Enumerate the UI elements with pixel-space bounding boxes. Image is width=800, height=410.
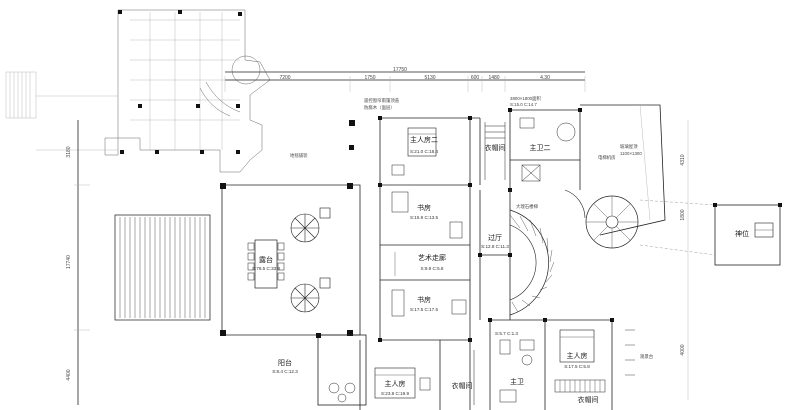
master-bath-area: S:5.7 C:1.3 — [495, 331, 518, 336]
note-elevator: 电梯机房 — [598, 154, 616, 161]
central-rooms: 主人房二 S:21.0 C:18.4 书房 S:15.9 C:13.5 艺术走廊… — [378, 116, 480, 342]
upper-left-wing — [5, 9, 271, 173]
top-dimension-line: 7200 1750 5130 600 1480 4.30 17750 — [224, 67, 586, 92]
terrace-area-value: S:78.5 C:33.8 — [252, 266, 281, 271]
shrine-room: 神位 — [713, 203, 782, 266]
note-ceiling: 玻璃屋顶 — [620, 143, 638, 150]
room-label-study-top: 书房 — [417, 203, 431, 212]
art-corridor-area: S:9.9 C:5.8 — [421, 266, 444, 271]
west-deck-hatching — [114, 214, 211, 321]
dim-4000: 4000 — [680, 344, 686, 355]
note-stair: 大理石楼梯 — [516, 203, 539, 210]
balcony-area: 阳台 S:8.4 C:12.3 — [272, 333, 367, 406]
note-area-2: S:15.0 C:14.7 — [510, 102, 537, 107]
room-label-cloakroom-top: 衣帽间 — [485, 143, 506, 152]
note-canopy: 遥控窗帘雨篷顶盖 — [364, 97, 400, 104]
dim-17750: 17750 — [393, 67, 407, 73]
right-dimension-line: 4310 1800 4000 — [680, 120, 689, 400]
note-timber: 防腐木（面层） — [364, 104, 395, 111]
note-floor: 地毯铺装 — [290, 152, 308, 159]
dim-4310: 4310 — [680, 154, 686, 165]
room-label-master-bedroom-2: 主人房二 — [410, 135, 438, 144]
hallway-area: S:12.8 C:11.3 — [481, 244, 509, 249]
dim-600: 600 — [471, 75, 480, 81]
top-notes: 遥控窗帘雨篷顶盖 防腐木（面层） 3800×1800面积 S:15.0 C:14… — [290, 95, 541, 159]
master-room-right-area: S:17.5 C:5.8 — [564, 364, 590, 369]
bottom-east-rooms: 衣帽间 主卫 S:5.7 C:1.3 — [452, 318, 547, 410]
hallway-and-stair: 过厅 S:12.8 C:11.3 大理石楼梯 — [478, 190, 555, 320]
dim-1800: 1800 — [680, 209, 686, 220]
dim-17740: 17740 — [66, 255, 72, 269]
dim-4400: 4400 — [66, 369, 72, 380]
dim-5130: 5130 — [424, 75, 435, 81]
dim-1480: 1480 — [488, 75, 499, 81]
master-bedroom-bottom-area: S:23.8 C:19.9 — [381, 391, 410, 396]
master-bedroom-2-area: S:21.0 C:18.4 — [410, 149, 439, 154]
room-label-terrace: 露台 — [259, 255, 273, 264]
room-label-master-room-right: 主人房 — [567, 351, 588, 360]
room-label-cloakroom-bottom: 衣帽间 — [452, 381, 473, 390]
study-mid-area: S:17.5 C:17.5 — [410, 307, 439, 312]
bottom-master-bedroom: 主人房 S:23.8 C:19.9 — [359, 340, 441, 410]
room-label-balcony: 阳台 — [278, 358, 292, 367]
dim-1750: 1750 — [364, 75, 375, 81]
note-area-1: 3800×1800面积 — [510, 95, 541, 102]
room-label-hallway: 过厅 — [488, 233, 502, 242]
balcony-area-value: S:8.4 C:12.3 — [272, 369, 298, 374]
room-label-master-bedroom-bottom: 主人房 — [385, 379, 406, 388]
room-label-study-mid: 书房 — [417, 295, 431, 304]
left-dimension-line: 3180 17740 4400 — [66, 120, 90, 405]
room-label-master-bath: 主卫 — [510, 377, 524, 386]
terrace-area: 露台 S:78.5 C:33.8 — [220, 120, 361, 336]
study-top-area: S:15.9 C:13.5 — [410, 215, 439, 220]
dim-7200: 7200 — [279, 75, 290, 81]
right-master-room: 主人房 S:17.5 C:5.8 衣帽间 观景台 — [545, 318, 654, 410]
note-elev-size: 1100×1300 — [620, 151, 642, 156]
dim-430: 4.30 — [540, 75, 550, 81]
room-label-cloakroom-right: 衣帽间 — [578, 395, 599, 404]
east-pavilion: 玻璃屋顶 1100×1300 — [564, 104, 716, 256]
room-label-art-corridor: 艺术走廊 — [418, 253, 446, 262]
room-label-shrine: 神位 — [735, 229, 749, 238]
dim-3180: 3180 — [66, 146, 72, 157]
note-side: 观景台 — [640, 353, 654, 360]
room-label-master-bath-2: 主卫二 — [530, 143, 551, 152]
east-upper-rooms: 衣帽间 主卫二 电梯机房 — [479, 108, 616, 192]
